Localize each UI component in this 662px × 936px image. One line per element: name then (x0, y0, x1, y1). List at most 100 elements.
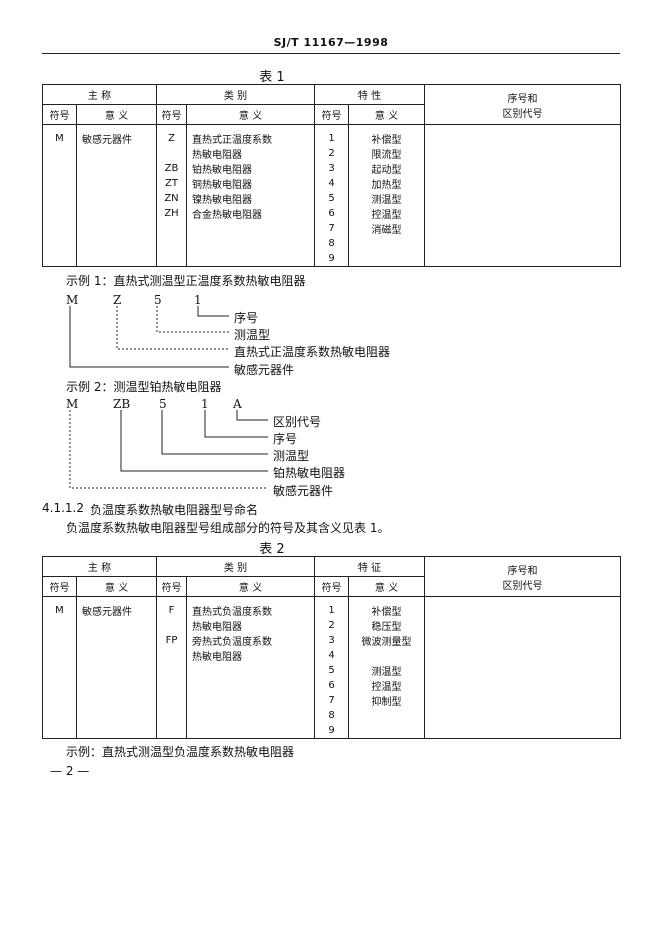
page-number: — 2 — (50, 764, 90, 778)
table-cell: 5 (314, 663, 349, 678)
example2-code-zb: ZB (113, 397, 131, 411)
table1-caption: 表 1 (259, 70, 285, 85)
table1-group-header-suffix: 序号和区别代号 (424, 84, 621, 125)
section-number: 4.1.1.2 (42, 501, 84, 515)
example3-title: 示例：直热式测温型负温度系数热敏电阻器 (66, 745, 295, 759)
table1-sub-header: 符号 (42, 104, 77, 125)
table-cell: 7 (314, 693, 349, 708)
table2-sub-header: 意 义 (348, 576, 425, 597)
example2-title: 示例 2：测温型铂热敏电阻器 (66, 380, 222, 394)
table-cell (76, 618, 157, 633)
table-cell (42, 723, 77, 739)
example2-code-m: M (66, 397, 79, 411)
table-cell (76, 708, 157, 723)
example1-label-type: 测温型 (234, 328, 271, 342)
header-line: 序号和 (507, 565, 538, 577)
table-row: 8 (42, 236, 621, 251)
table-row: 8 (42, 708, 621, 723)
example2-label-serial: 序号 (273, 432, 298, 446)
section-heading: 负温度系数热敏电阻器型号命名 (90, 503, 259, 517)
table1-sub-header: 意 义 (348, 104, 425, 125)
example1-label-serial: 序号 (234, 311, 259, 325)
table-cell: 热敏电阻器 (186, 618, 315, 633)
table2-sub-header: 意 义 (76, 576, 157, 597)
ex1-leader-main (69, 306, 229, 368)
table-cell-empty (424, 236, 621, 251)
table-cell (76, 678, 157, 693)
table-cell: 4 (314, 648, 349, 663)
table-cell: 2 (314, 618, 349, 633)
example2-label-suffix: 区别代号 (273, 415, 322, 429)
example2-label-class: 铂热敏电阻器 (273, 466, 346, 480)
ex2-leader-main (69, 410, 268, 489)
ex2-leader-class (120, 410, 268, 472)
table-cell (42, 633, 77, 648)
table-cell-empty (424, 693, 621, 708)
table2-group-header-suffix: 序号和区别代号 (424, 556, 621, 597)
table-cell: 3 (314, 633, 349, 648)
table-cell (348, 708, 425, 723)
table-cell (348, 723, 425, 739)
table-cell-empty (424, 146, 621, 161)
example1-code-5: 5 (154, 293, 162, 307)
table-cell (186, 723, 315, 739)
table1-sub-header: 符号 (156, 104, 187, 125)
example1-label-main: 敏感元器件 (234, 363, 295, 377)
table-cell (156, 618, 187, 633)
table-cell (42, 693, 77, 708)
example1-code-z: Z (113, 293, 122, 307)
table-cell: F (156, 596, 187, 618)
table-cell (156, 663, 187, 678)
example2-code-5: 5 (159, 397, 167, 411)
table-cell (186, 693, 315, 708)
header-line: 区别代号 (502, 580, 543, 592)
table2-sub-header: 符号 (314, 576, 349, 597)
table-cell: 控温型 (348, 678, 425, 693)
header-line: 序号和 (507, 93, 538, 105)
table-cell-empty (424, 678, 621, 693)
table-cell (42, 663, 77, 678)
ex2-leader-serial (204, 410, 268, 438)
table-cell: 直热式负温度系数 (186, 596, 315, 618)
example1-code-1: 1 (194, 293, 202, 307)
table-cell-empty (424, 161, 621, 176)
table-cell: 热敏电阻器 (186, 648, 315, 663)
table-cell-empty (424, 708, 621, 723)
table-cell (76, 723, 157, 739)
table-cell: M (42, 596, 77, 618)
table2-group-header: 类 别 (156, 556, 315, 577)
table-cell-empty (424, 191, 621, 206)
table-cell (156, 723, 187, 739)
table-cell (42, 678, 77, 693)
table-cell (76, 693, 157, 708)
example2-code-a: A (233, 397, 242, 411)
table-cell: 1 (314, 596, 349, 618)
table2-sub-header: 意 义 (186, 576, 315, 597)
header-line: 区别代号 (502, 108, 543, 120)
header-rule (42, 53, 620, 54)
ex2-leader-suffix (236, 410, 268, 421)
table-cell-empty (424, 596, 621, 618)
table-cell-empty (424, 633, 621, 648)
example2-label-main: 敏感元器件 (273, 484, 334, 498)
table1-sub-header: 意 义 (76, 104, 157, 125)
table-cell: 旁热式负温度系数 (186, 633, 315, 648)
ex1-leader-type (156, 306, 229, 333)
table-cell: 6 (314, 678, 349, 693)
ex1-leader-serial (197, 306, 229, 317)
table-cell (348, 648, 425, 663)
example1-label-class: 直热式正温度系数热敏电阻器 (234, 345, 391, 359)
